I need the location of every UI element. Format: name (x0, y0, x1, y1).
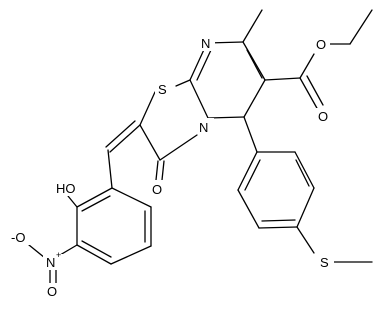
atom-nitro-o: O (47, 284, 57, 299)
bond (76, 187, 113, 208)
atom-nitro-charge: + (56, 250, 61, 260)
atom-o-carbonyl: O (152, 182, 162, 197)
bonds (28, 9, 373, 285)
atom-o-ester-carbonyl: O (318, 109, 328, 124)
label-bg (155, 81, 173, 97)
bond (175, 79, 191, 87)
bond (107, 149, 113, 189)
atom-s-thioether: S (320, 255, 329, 270)
bond (299, 53, 315, 79)
bond (67, 195, 78, 208)
bond (105, 120, 136, 148)
label-bg (148, 180, 166, 196)
atom-s-ring: S (158, 82, 167, 97)
bond (155, 160, 159, 181)
bond (196, 49, 212, 81)
bond (242, 41, 266, 81)
bond (258, 226, 298, 229)
label-bg (43, 283, 61, 299)
label-bg (312, 36, 330, 52)
bond (159, 134, 198, 161)
bond (109, 124, 141, 153)
bond (28, 244, 46, 259)
atom-nitro-n: N (46, 255, 55, 270)
bond (237, 189, 260, 229)
atom-nitro-o-minus: -O (11, 230, 25, 245)
bond (306, 75, 324, 106)
bond (349, 9, 373, 45)
bond (243, 116, 258, 153)
bond (237, 151, 258, 191)
bond (242, 9, 263, 43)
bond (189, 79, 209, 119)
atom-n-ring: N (201, 36, 210, 51)
bond (243, 79, 266, 118)
label-bg (197, 35, 215, 51)
bond (110, 245, 152, 265)
label-bg (314, 108, 332, 124)
label-bg (43, 254, 63, 270)
bond (81, 195, 111, 212)
bond (261, 219, 296, 222)
bond (246, 49, 263, 79)
bond (296, 187, 315, 228)
bond (264, 77, 301, 81)
label-bg (8, 229, 34, 245)
label-bg (196, 118, 214, 134)
bond (161, 160, 165, 181)
bond (294, 151, 315, 189)
label-bg (316, 254, 334, 270)
bond (296, 226, 315, 254)
bond (295, 159, 310, 187)
bond (59, 244, 78, 256)
atom-o-ester: O (316, 37, 326, 52)
bond (139, 124, 161, 161)
bond (139, 91, 156, 126)
atom-n-fused: N (199, 120, 208, 135)
bond (299, 77, 319, 111)
bond (76, 244, 112, 265)
bond (111, 187, 152, 208)
bond (81, 240, 112, 258)
bond (244, 159, 261, 191)
bond (207, 116, 245, 119)
atom-hydroxyl: HO (56, 181, 76, 196)
label-bg (52, 180, 78, 196)
atom-labels: N S N O O O HO N + -O O S (8, 35, 334, 299)
